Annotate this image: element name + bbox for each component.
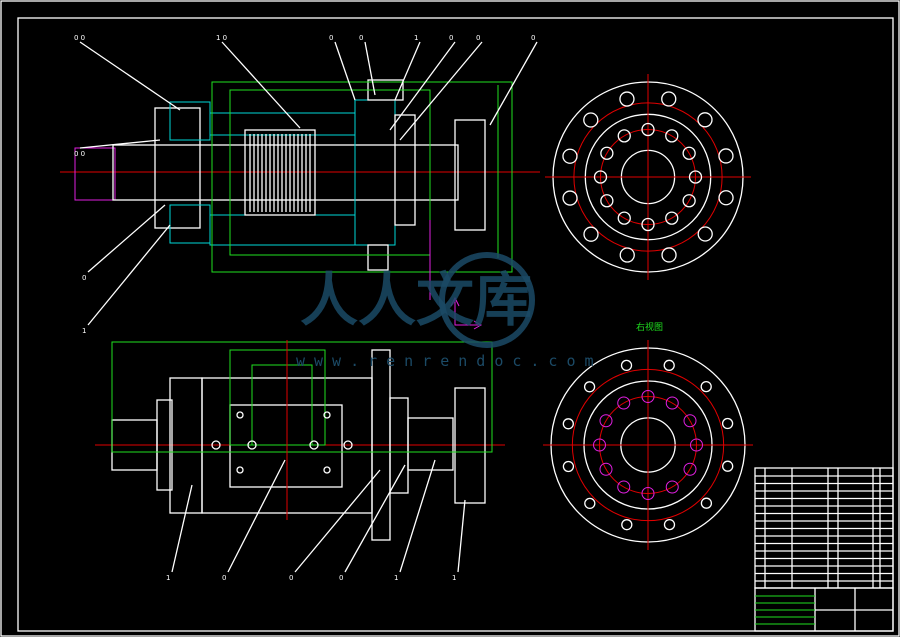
callout-label: 0 xyxy=(476,34,480,42)
bolt-hole xyxy=(584,497,596,510)
callout-label: 0 xyxy=(339,574,343,582)
bolt-hole xyxy=(583,112,599,128)
callout-label: 0 0 xyxy=(74,34,85,42)
bolt-hole xyxy=(721,417,734,430)
bolt-hole xyxy=(700,380,712,393)
leader-line xyxy=(457,499,466,573)
callout-leaders-top: 0 0 1 0 0 0 1 0 0 0 0 0 0 1 xyxy=(74,34,538,335)
callout-label: 0 xyxy=(359,34,363,42)
bolt-hole xyxy=(641,122,655,137)
leader-line xyxy=(87,204,166,273)
bolt-hole xyxy=(661,91,677,107)
right-view-label: 右视图 xyxy=(636,321,663,333)
bolt-hole xyxy=(617,129,631,143)
bolt-hole xyxy=(593,170,608,184)
bolt-hole xyxy=(619,247,635,263)
bolt-hole xyxy=(593,438,606,452)
callout-label: 1 xyxy=(394,574,398,582)
bolt-hole xyxy=(641,217,655,232)
watermark-url: www.renrendoc.com xyxy=(296,352,603,370)
bolt-hole xyxy=(600,194,614,208)
bolt-hole xyxy=(617,480,631,494)
bolt-hole xyxy=(665,211,679,225)
leader-line xyxy=(79,41,181,111)
bolt-hole xyxy=(700,497,713,509)
sheet-frame xyxy=(17,17,894,632)
callout-label: 1 xyxy=(452,574,456,582)
callout-label: 0 xyxy=(449,34,453,42)
bolt-hole xyxy=(722,460,734,472)
bolt-hole xyxy=(665,129,679,143)
leader-line xyxy=(87,224,171,326)
bolt-hole xyxy=(599,414,613,428)
leader-line xyxy=(344,464,406,573)
callout-label: 0 xyxy=(329,34,333,42)
bolt-hole xyxy=(641,487,655,500)
bolt-hole xyxy=(562,460,575,473)
bolt-hole xyxy=(690,438,703,452)
callout-label: 1 0 xyxy=(216,34,227,42)
elevation-view xyxy=(95,340,505,541)
callout-label: 0 xyxy=(289,574,293,582)
leader-line xyxy=(364,41,376,96)
watermark: 人人文库 www.renrendoc.com xyxy=(296,252,603,370)
bolt-hole xyxy=(718,148,734,164)
bolt-hole xyxy=(683,462,697,476)
callout-label: 1 xyxy=(166,574,170,582)
leader-line xyxy=(399,41,483,141)
bolt-hole xyxy=(718,190,734,206)
bolt-hole xyxy=(621,519,633,531)
bolt-hole xyxy=(562,148,578,164)
callout-label: 0 xyxy=(222,574,226,582)
bolt-hole xyxy=(682,194,696,208)
callout-label: 0 xyxy=(531,34,535,42)
leader-line xyxy=(79,139,161,149)
bolt-hole xyxy=(620,359,633,372)
bolt-hole xyxy=(663,518,676,531)
leader-line xyxy=(227,459,286,573)
section-view xyxy=(60,79,540,300)
bolt-hole xyxy=(665,480,679,494)
leader-line xyxy=(389,41,456,131)
leader-line xyxy=(221,41,301,129)
bolt-hole xyxy=(683,414,697,428)
bolt-hole xyxy=(562,418,574,430)
bolt-hole xyxy=(697,112,713,128)
bolt-hole xyxy=(641,390,655,403)
callout-leaders-bottom: 1 0 0 0 1 1 xyxy=(166,459,466,582)
callout-label: 0 0 xyxy=(74,150,85,158)
title-block xyxy=(754,467,894,632)
leader-line xyxy=(334,41,356,101)
ucs-icon xyxy=(450,296,483,330)
bolt-hole xyxy=(619,91,635,107)
bolt-hole xyxy=(583,381,596,393)
bolt-hole xyxy=(562,190,578,206)
bolt-hole xyxy=(697,226,713,242)
side-view-flange-bottom xyxy=(543,340,753,550)
watermark-title: 人人文库 xyxy=(300,266,532,334)
bolt-hole xyxy=(583,226,599,242)
bolt-hole xyxy=(682,146,696,160)
callout-label: 1 xyxy=(82,327,86,335)
leader-line xyxy=(294,469,381,573)
bolt-hole xyxy=(665,396,679,410)
bolt-hole xyxy=(599,462,613,476)
bolt-hole xyxy=(617,211,631,225)
bolt-hole xyxy=(600,146,614,160)
bolt-hole xyxy=(688,170,703,184)
leader-line xyxy=(394,41,421,101)
bolt-hole xyxy=(661,247,677,263)
bolt-hole xyxy=(663,359,675,371)
callout-label: 1 xyxy=(414,34,418,42)
leader-line xyxy=(489,41,538,126)
callout-label: 0 xyxy=(82,274,86,282)
leader-line xyxy=(171,484,193,573)
leader-line xyxy=(399,459,436,573)
side-view-flange-top xyxy=(545,74,751,280)
bolt-hole xyxy=(617,396,631,410)
